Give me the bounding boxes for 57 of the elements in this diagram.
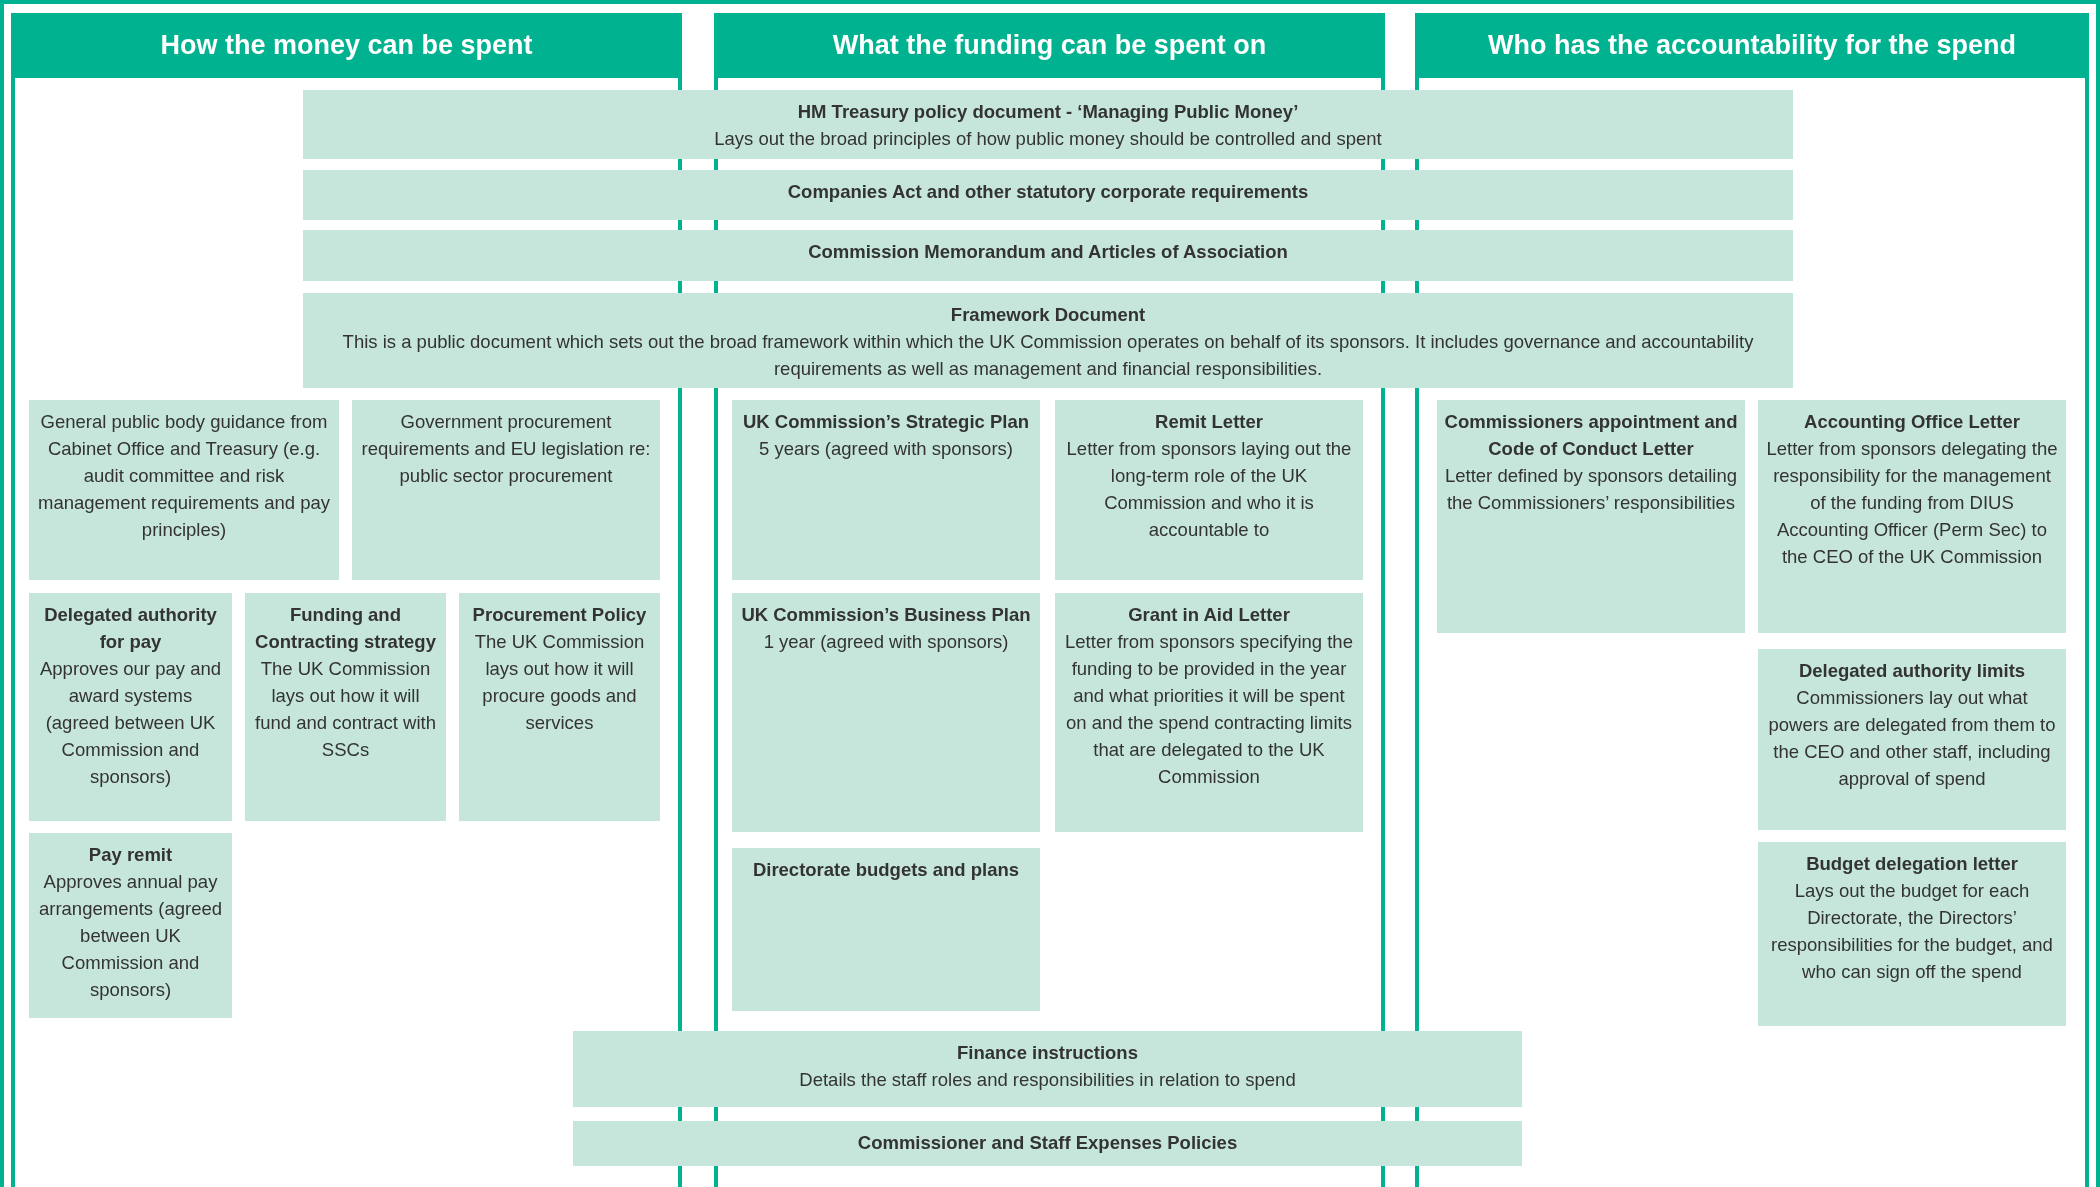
document-box [303,170,1793,220]
box-heading: Commission Memorandum and Articles of Association [807,240,1289,264]
document-box [1758,842,2066,1026]
box-heading: Delegated authority for pay [43,603,218,654]
document-box [1437,400,1745,633]
box-text: Letter defined by sponsors detailing the Commissioners’ responsibilities [1443,464,1739,515]
document-box [245,593,446,821]
box-text: 5 years (agreed with sponsors) [758,437,1014,461]
document-box [352,400,660,580]
document-box [1055,593,1363,832]
box-text: The UK Commission lays out how it will fund and contract with SSCs [254,657,437,762]
document-box [573,1121,1522,1166]
document-box [732,400,1040,580]
document-box [29,833,232,1018]
box-text: 1 year (agreed with sponsors) [762,630,1010,654]
box-heading: Commissioner and Staff Expenses Policies [856,1131,1239,1155]
box-text: Details the staff roles and responsibilities in relation to spend [798,1068,1297,1092]
box-heading: HM Treasury policy document - ‘Managing Public Money’ [796,100,1300,124]
box-heading: Finance instructions [956,1041,1139,1065]
document-box [459,593,660,821]
box-text: The UK Commission lays out how it will procure goods and services [473,630,646,735]
box-text: Government procurement requirements and EU legislation re: public sector procurement [360,410,652,488]
box-heading: UK Commission’s Strategic Plan [741,410,1031,434]
box-heading: Funding and Contracting strategy [254,603,437,654]
document-box [303,90,1793,159]
document-box [29,593,232,821]
box-heading: Commissioners appointment and Code of Conduct Letter [1443,410,1739,461]
box-text: Commissioners lay out what powers are delegated from them to the CEO and other staff, including approval of spend [1767,686,2057,791]
box-heading: Remit Letter [1154,410,1264,434]
box-heading: Pay remit [87,843,174,867]
box-text: General public body guidance from Cabinet Office and Treasury (e.g. audit committee and risk management requirements and pay principles) [36,410,332,542]
box-heading: Grant in Aid Letter [1127,603,1291,627]
box-text: Letter from sponsors laying out the long-term role of the UK Commission and who it is accountable to [1065,437,1353,542]
box-heading: Companies Act and other statutory corporate requirements [786,180,1310,204]
box-text: Approves our pay and award systems (agreed between UK Commission and sponsors) [39,657,222,789]
document-box [732,848,1040,1011]
box-text: Letter from sponsors specifying the funding to be provided in the year and what priorities it will be spent on and the spend contracting limits that are delegated to the UK Commission [1064,630,1354,789]
document-box [1758,400,2066,633]
document-box [29,400,339,580]
box-heading: Directorate budgets and plans [751,858,1021,882]
document-box [303,230,1793,281]
box-text: Approves annual pay arrangements (agreed between UK Commission and sponsors) [37,870,224,1002]
document-box [1758,649,2066,830]
box-heading: Budget delegation letter [1805,852,2019,876]
box-heading: Framework Document [949,303,1147,327]
box-heading: Delegated authority limits [1797,659,2027,683]
box-text: Lays out the budget for each Directorate, the Directors’ responsibilities for the budget, and who can sign off the spend [1770,879,2054,984]
document-box [732,593,1040,832]
box-heading: Accounting Office Letter [1803,410,2021,434]
box-text: Lays out the broad principles of how public money should be controlled and spent [713,127,1383,151]
document-box [1055,400,1363,580]
box-text: Letter from sponsors delegating the responsibility for the management of the funding from DIUS Accounting Officer (Perm Sec) to the CEO of the UK Commission [1765,437,2059,569]
box-heading: Procurement Policy [471,603,648,627]
document-box [573,1031,1522,1107]
document-box [303,293,1793,388]
box-text: This is a public document which sets out the broad framework within which the UK Commission operates on behalf of its sponsors. It includes governance and accountability requirements as well as management and financial responsibilities. [341,330,1755,381]
box-heading: UK Commission’s Business Plan [740,603,1032,627]
